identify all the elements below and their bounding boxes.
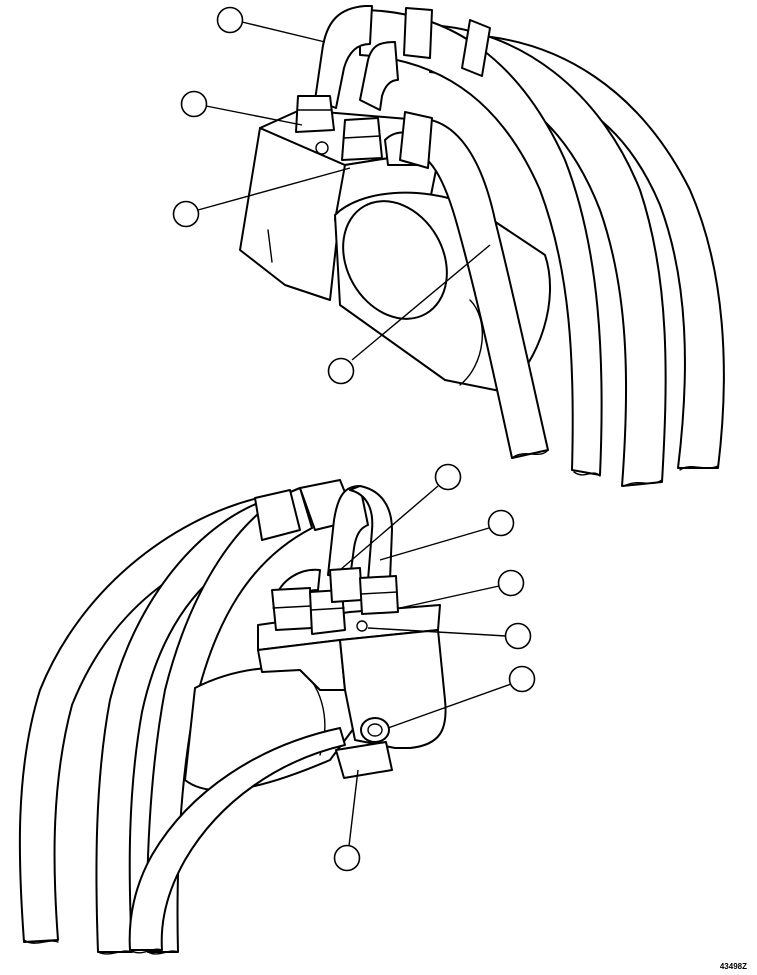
bottom-callouts — [333, 463, 536, 872]
figure-id-label: 43498Z — [719, 962, 747, 971]
callout-top-2 — [180, 90, 208, 118]
callout-top-1 — [216, 6, 244, 34]
callout-bottom-3 — [497, 569, 525, 597]
callout-top-4 — [327, 357, 355, 385]
callout-bottom-1 — [434, 463, 462, 491]
top-callouts — [172, 6, 491, 385]
top-assembly — [172, 5, 725, 487]
bottom-fittings — [271, 567, 399, 635]
bottom-assembly — [18, 463, 536, 955]
top-hose-4 — [469, 34, 725, 471]
top-hose-3 — [429, 24, 667, 487]
callout-bottom-2 — [487, 509, 515, 537]
bottom-valve-block — [257, 604, 447, 749]
callout-bottom-5 — [508, 665, 536, 693]
callout-bottom-4 — [504, 622, 532, 650]
top-hose-2 — [359, 9, 603, 477]
callout-top-3 — [172, 200, 200, 228]
bottom-hose-front — [128, 727, 393, 954]
callout-bottom-6 — [333, 844, 361, 872]
top-hose-1 — [399, 111, 549, 459]
